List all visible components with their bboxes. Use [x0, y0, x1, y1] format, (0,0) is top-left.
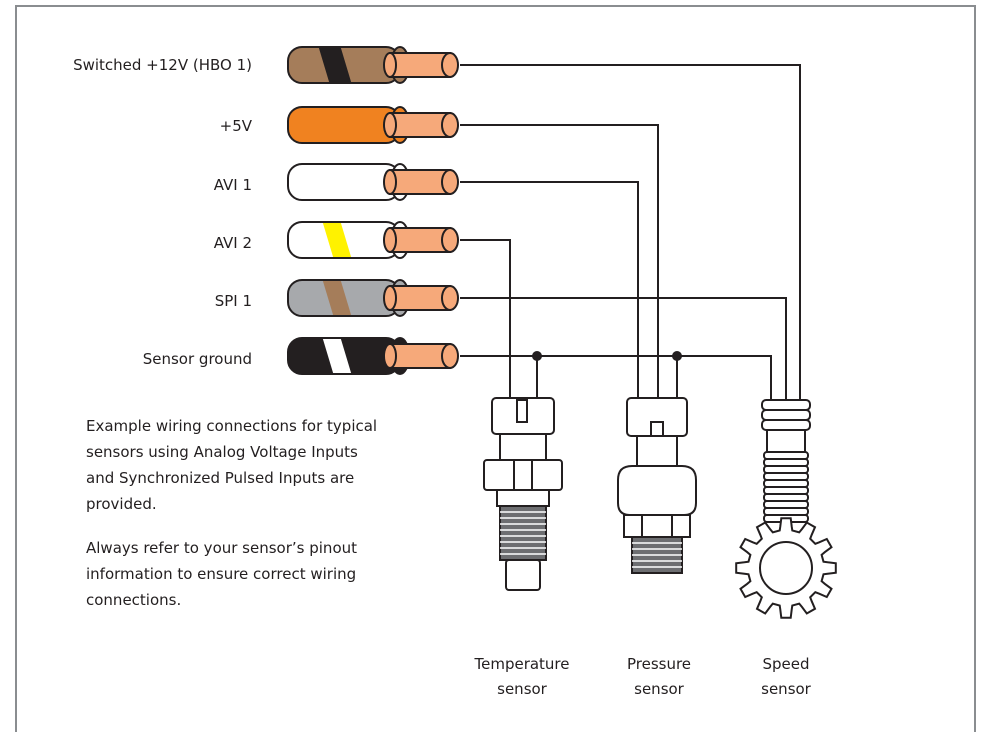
wire-end: [287, 163, 459, 201]
caption-speed-line-2: sensor: [761, 680, 812, 698]
junction-dot-pressure: [672, 351, 682, 361]
note-1-line-3: and Synchronized Pulsed Inputs are: [86, 469, 354, 487]
wire-end: [287, 46, 459, 84]
wire-end: [287, 221, 459, 259]
wire-label-avi2: AVI 2: [214, 234, 252, 252]
wire-conductor: [389, 112, 451, 138]
wire-stripe: [322, 338, 352, 374]
caption-pressure-line-1: Pressure: [627, 655, 691, 673]
panel-border: [15, 5, 976, 732]
route-ground: [460, 355, 772, 400]
note-1-line-4: provided.: [86, 495, 157, 513]
notes: Example wiring connections for typical s…: [86, 417, 377, 609]
wire-label-spi1: SPI 1: [215, 292, 252, 310]
wire-insulation: [288, 164, 400, 200]
wire-labels: Switched +12V (HBO 1) +5V AVI 1 AVI 2 SP…: [73, 56, 253, 368]
caption-speed-line-1: Speed: [762, 655, 809, 673]
route-avi2: [460, 239, 511, 400]
caption-temperature-line-2: sensor: [497, 680, 548, 698]
wire-label-sensor-ground: Sensor ground: [143, 350, 252, 368]
wire-stripe: [322, 222, 352, 258]
junction-dot-temp: [532, 351, 542, 361]
wire-end: [287, 106, 459, 144]
wire-insulation: [288, 107, 400, 143]
wire-stripe: [318, 47, 352, 83]
note-1-line-2: sensors using Analog Voltage Inputs: [86, 443, 358, 461]
route-12v: [460, 64, 801, 400]
note-2-line-3: connections.: [86, 591, 181, 609]
routing-lines: [460, 64, 801, 400]
wire-label-5v: +5V: [220, 117, 253, 135]
wire-label-12v: Switched +12V (HBO 1): [73, 56, 252, 74]
note-2-line-1: Always refer to your sensor’s pinout: [86, 539, 357, 557]
pressure-sensor-icon: [617, 397, 697, 574]
wire-label-avi1: AVI 1: [214, 176, 252, 194]
wire-end: [287, 337, 459, 375]
route-5v: [460, 124, 659, 400]
caption-temperature-line-1: Temperature: [473, 655, 569, 673]
caption-pressure-line-2: sensor: [634, 680, 685, 698]
wire-end: [287, 279, 459, 317]
note-1-line-1: Example wiring connections for typical: [86, 417, 377, 435]
wire-conductor: [389, 169, 451, 195]
temperature-sensor-icon: [483, 397, 563, 591]
route-spi1: [460, 297, 787, 400]
wire-stripe: [322, 280, 352, 316]
speed-sensor-icon: [735, 399, 837, 619]
wire-ends: [287, 46, 459, 375]
sensor-captions: Temperature sensor Pressure sensor Speed…: [473, 655, 811, 698]
note-2-line-2: information to ensure correct wiring: [86, 565, 356, 583]
route-avi1: [460, 181, 639, 400]
